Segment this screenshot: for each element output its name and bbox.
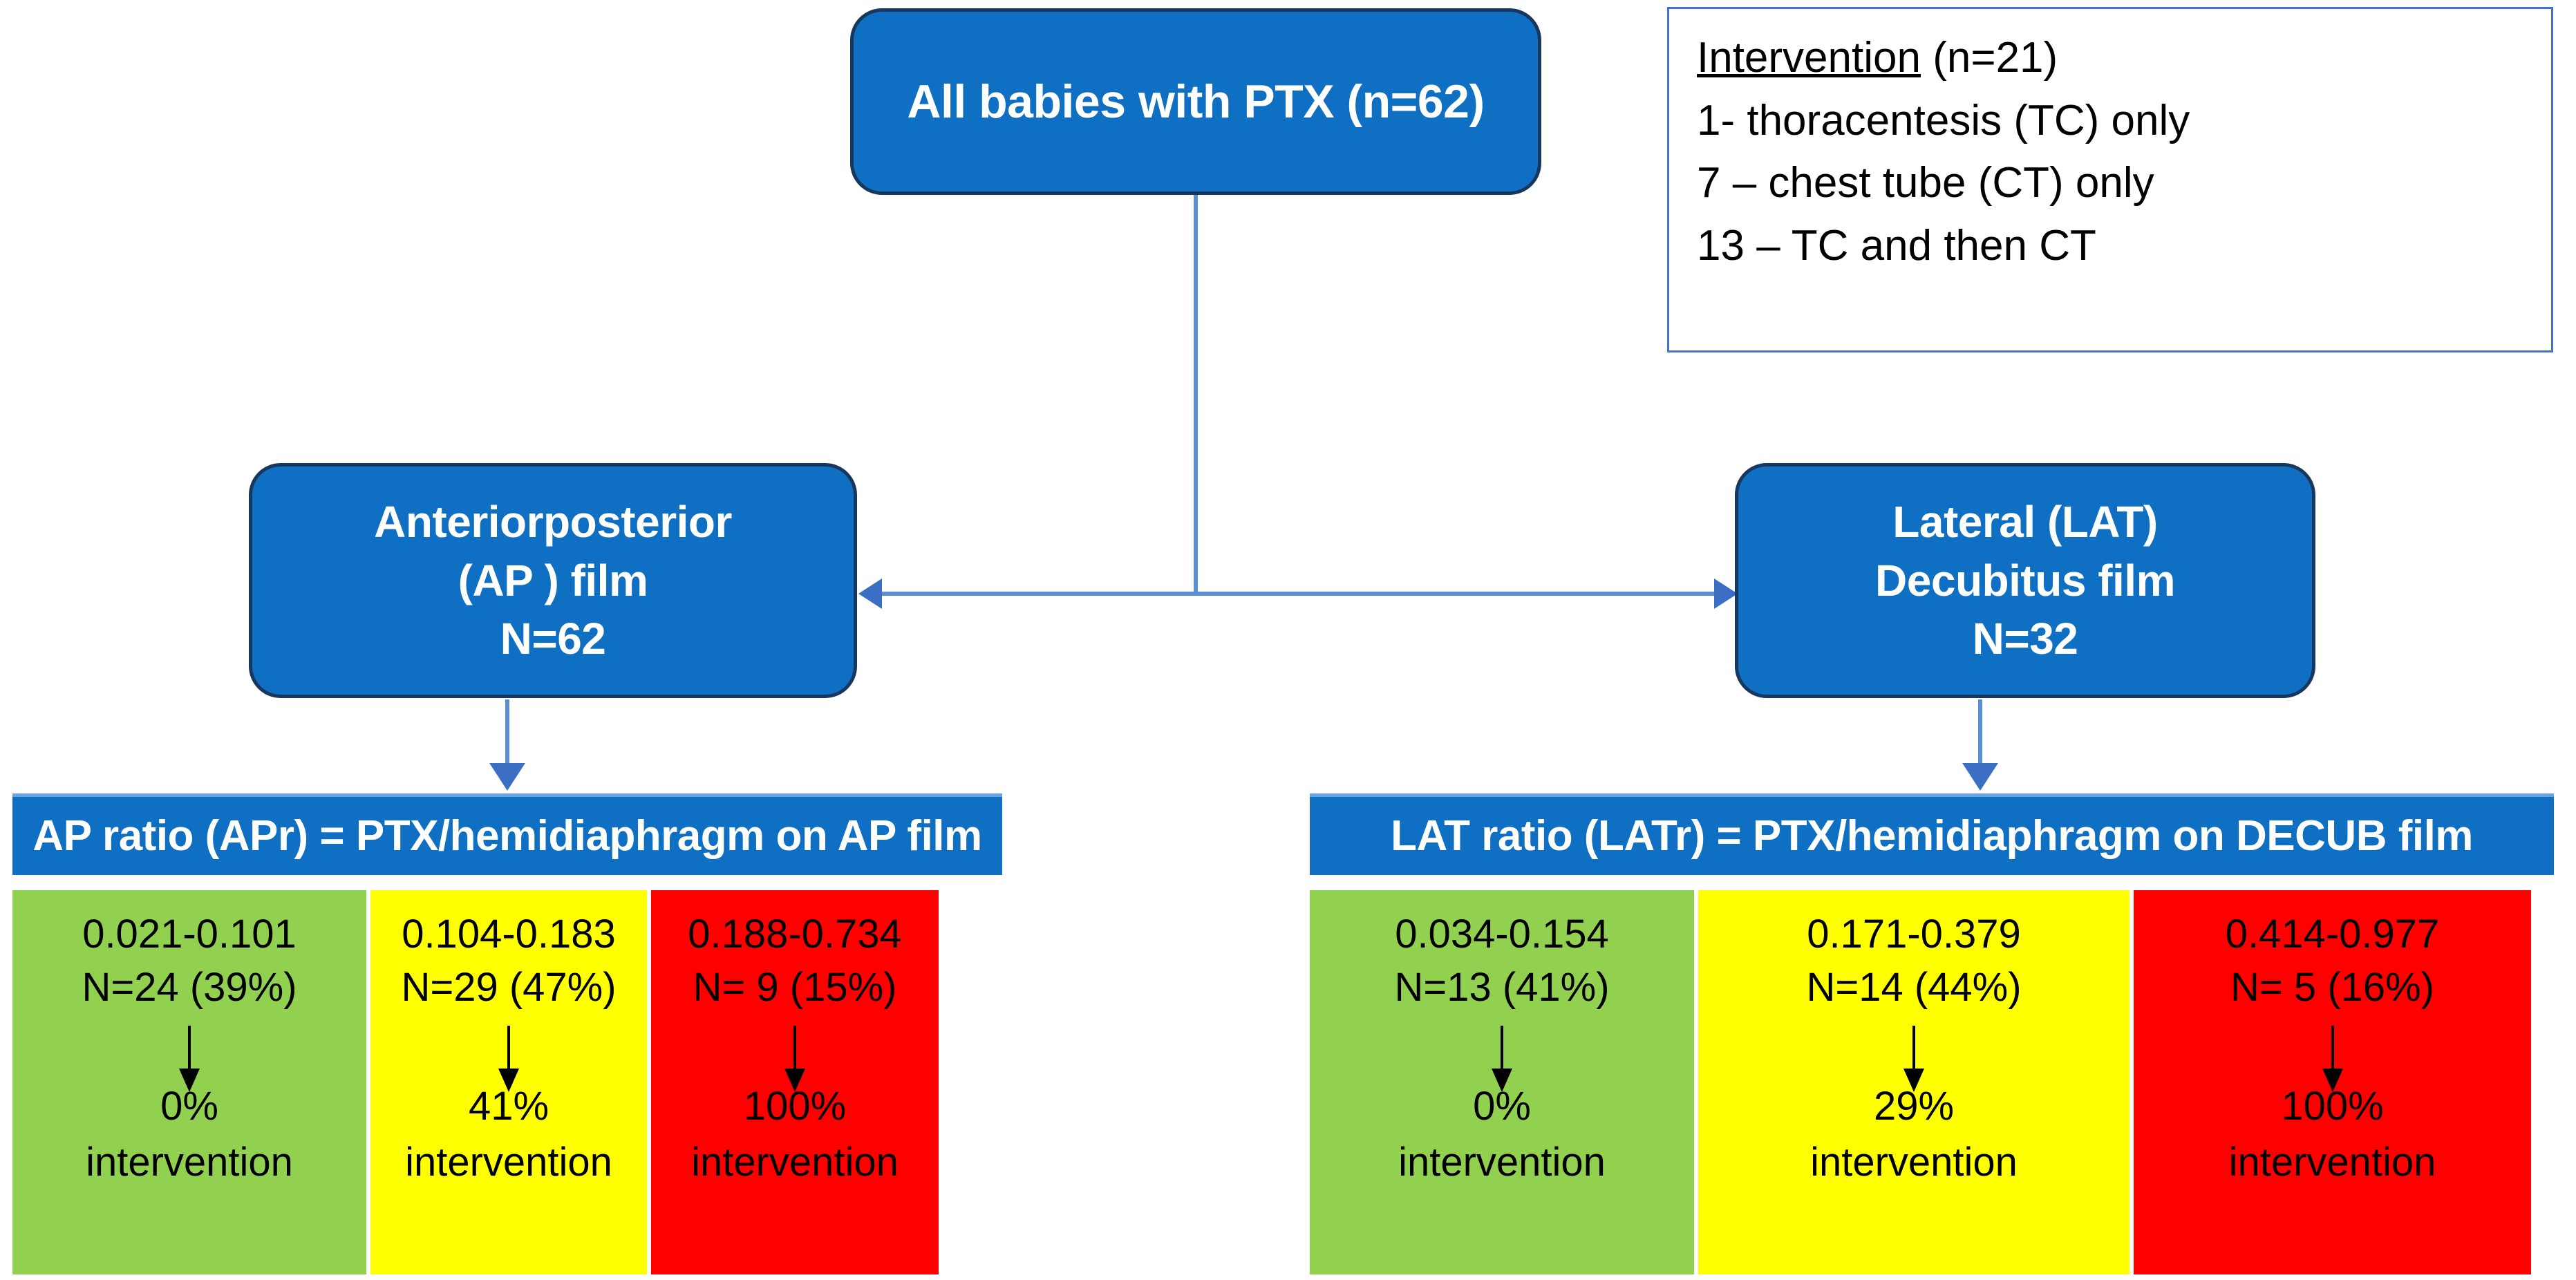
lat-cell-red-range: 0.414-0.977 [2225,912,2440,957]
ap-cell-green-label: intervention [86,1139,293,1185]
intervention-legend-box: Intervention (n=21) 1- thoracentesis (TC… [1667,7,2553,352]
legend-item-ct-only: 7 – chest tube (CT) only [1697,159,2154,207]
lat-cell-yellow-label: intervention [1810,1139,2018,1185]
ap-cell-yellow: 0.104-0.183 N=29 (47%) 41% intervention [370,890,647,1274]
ap-category-cells: 0.021-0.101 N=24 (39%) 0% intervention 0… [12,890,939,1274]
ap-cell-red-label: intervention [691,1139,899,1185]
connector-root-vertical [1194,195,1198,594]
node-lat-decubitus-film: Lateral (LAT) Decubitus film N=32 [1735,463,2315,698]
ap-ratio-header-bar: AP ratio (APr) = PTX/hemidiaphragm on AP… [12,793,1002,875]
ap-cell-yellow-range: 0.104-0.183 [402,912,616,957]
down-arrow-icon [2322,1026,2343,1092]
legend-item-tc-only: 1- thoracentesis (TC) only [1697,96,2190,144]
down-arrow-icon [784,1026,805,1092]
ap-cell-green: 0.021-0.101 N=24 (39%) 0% intervention [12,890,366,1274]
lat-cell-yellow-count: N=14 (44%) [1806,964,2022,1010]
down-arrow-icon [498,1026,519,1092]
down-arrow-icon [1903,1026,1924,1092]
lat-ratio-header-bar: LAT ratio (LATr) = PTX/hemidiaphragm on … [1310,793,2554,875]
lat-cell-green-count: N=13 (41%) [1394,964,1610,1010]
legend-item-tc-then-ct: 13 – TC and then CT [1697,221,2096,270]
node-ap-film-line-2: (AP ) film [458,555,648,605]
lat-cell-red: 0.414-0.977 N= 5 (16%) 100% intervention [2134,890,2531,1274]
ap-cell-red-range: 0.188-0.734 [688,912,902,957]
lat-cell-red-label: intervention [2228,1139,2436,1185]
ap-cell-red-count: N= 9 (15%) [693,964,897,1010]
arrow-down-to-ap-ratio-bar [489,763,525,791]
node-lat-film-line-3: N=32 [1972,614,2078,664]
node-ap-film-line-1: Anteriorposterior [374,497,732,547]
ap-cell-green-count: N=24 (39%) [82,964,297,1010]
cell-divider [1694,890,1698,1274]
ap-cell-yellow-label: intervention [405,1139,612,1185]
lat-cell-green-label: intervention [1398,1139,1606,1185]
cell-divider [2130,890,2134,1274]
lat-cell-green: 0.034-0.154 N=13 (41%) 0% intervention [1310,890,1694,1274]
node-all-babies-ptx: All babies with PTX (n=62) [850,8,1541,195]
cell-divider [366,890,370,1274]
ap-cell-green-range: 0.021-0.101 [82,912,297,957]
lat-ratio-header-label: LAT ratio (LATr) = PTX/hemidiaphragm on … [1391,812,2473,860]
lat-cell-green-range: 0.034-0.154 [1395,912,1609,957]
legend-title: Intervention [1697,34,1921,82]
ap-ratio-header-label: AP ratio (APr) = PTX/hemidiaphragm on AP… [32,812,982,860]
lat-cell-red-count: N= 5 (16%) [2230,964,2434,1010]
node-all-babies-ptx-label: All babies with PTX (n=62) [907,75,1485,128]
down-arrow-icon [1492,1026,1512,1092]
arrow-left-to-ap-node [858,578,882,609]
ap-cell-yellow-count: N=29 (47%) [401,964,617,1010]
node-ap-film-line-3: N=62 [500,614,606,664]
node-ap-film: Anteriorposterior (AP ) film N=62 [249,463,857,698]
lat-cell-yellow: 0.171-0.379 N=14 (44%) 29% intervention [1698,890,2130,1274]
ap-cell-red: 0.188-0.734 N= 9 (15%) 100% intervention [651,890,939,1274]
lat-cell-yellow-range: 0.171-0.379 [1807,912,2021,957]
arrow-down-to-lat-ratio-bar [1962,763,1998,791]
legend-title-row: Intervention (n=21) [1697,27,2523,90]
node-lat-film-line-1: Lateral (LAT) [1892,497,2158,547]
lat-category-cells: 0.034-0.154 N=13 (41%) 0% intervention 0… [1310,890,2531,1274]
connector-lat-node-to-ratio [1978,699,1982,767]
connector-ap-node-to-ratio [505,699,509,767]
arrow-right-to-lat-node [1714,578,1738,609]
cell-divider [647,890,651,1274]
legend-title-count: (n=21) [1933,34,2058,82]
down-arrow-icon [179,1026,200,1092]
node-lat-film-line-2: Decubitus film [1875,555,2175,605]
connector-branch-horizontal [869,592,1738,596]
